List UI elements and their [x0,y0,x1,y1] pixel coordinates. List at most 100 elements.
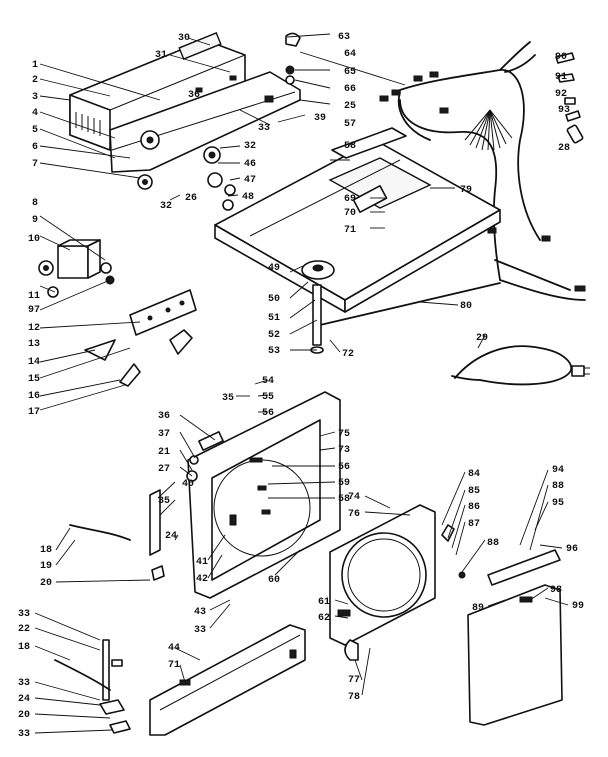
callout-5: 5 [32,125,38,136]
callout-59: 59 [338,478,350,489]
callout-11: 11 [28,291,40,302]
callout-4: 4 [32,108,38,119]
callout-17: 17 [28,407,40,418]
drain-tube [310,284,324,354]
callout-56a: 56 [262,408,274,419]
callout-64: 64 [344,49,356,60]
callout-12: 12 [28,323,40,334]
callout-33c: 33 [18,609,30,620]
callout-24b: 24 [18,694,30,705]
callout-46: 46 [244,159,256,170]
callout-57a: 57 [344,119,356,130]
callout-18b: 18 [18,642,30,653]
callout-54: 54 [262,376,274,387]
callout-52: 52 [268,330,280,341]
callout-33e: 33 [18,729,30,740]
callout-43: 43 [194,607,206,618]
callout-78: 78 [348,692,360,703]
callout-25: 25 [344,101,356,112]
callout-92: 92 [555,89,567,100]
callout-42: 42 [196,574,208,585]
callout-33d: 33 [18,678,30,689]
callout-61: 61 [318,597,330,608]
callout-76: 76 [348,509,360,520]
leveling-legs [54,639,131,734]
callout-95: 95 [552,498,564,509]
callout-31: 31 [155,50,167,61]
callout-87: 87 [468,519,480,530]
callout-58b: 58 [338,494,350,505]
top-cover [214,127,501,313]
callout-48: 48 [242,192,254,203]
callout-26: 26 [185,193,197,204]
callout-14: 14 [28,357,40,368]
callout-53: 53 [268,346,280,357]
leader-lines [34,33,569,734]
door-frame [329,504,436,661]
callout-49: 49 [268,263,280,274]
callout-70: 70 [344,208,356,219]
callout-72: 72 [342,349,354,360]
callout-36b: 36 [158,411,170,422]
callout-88a: 88 [487,538,499,549]
callout-66: 66 [344,84,356,95]
callout-50: 50 [268,294,280,305]
callout-74: 74 [348,492,360,503]
callout-21: 21 [158,447,170,458]
console-assembly [69,32,301,211]
callout-98: 98 [550,585,562,596]
callout-65: 65 [344,67,356,78]
callout-89: 89 [472,603,484,614]
callout-80: 80 [460,301,472,312]
callout-63: 63 [338,32,350,43]
callout-39: 39 [314,113,326,124]
callout-96: 96 [566,544,578,555]
callout-58a: 58 [344,141,356,152]
callout-84: 84 [468,469,480,480]
callout-77: 77 [348,675,360,686]
callout-20b: 20 [18,710,30,721]
callout-51: 51 [268,313,280,324]
callout-93: 93 [558,105,570,116]
callout-labels: 1 2 3 4 5 6 7 8 9 10 11 97 12 13 14 15 1… [18,32,584,740]
front-cabinet-panel [186,391,341,599]
callout-13: 13 [28,339,40,350]
side-panel [441,524,563,726]
callout-73: 73 [338,445,350,456]
callout-33b: 33 [194,625,206,636]
callout-1: 1 [32,60,38,71]
wiring-harness [379,41,586,301]
power-cord [451,345,590,386]
callout-47: 47 [244,175,256,186]
callout-56b: 56 [338,462,350,473]
hose-18 [69,524,131,541]
callout-60: 60 [268,575,280,586]
callout-15: 15 [28,374,40,385]
base-toekick [149,624,306,736]
callout-94: 94 [552,465,564,476]
callout-86: 86 [468,502,480,513]
callout-27: 27 [158,464,170,475]
hinge-hardware [285,32,301,85]
callout-8: 8 [32,198,38,209]
callout-41: 41 [196,557,208,568]
callout-6: 6 [32,142,38,153]
callout-20a: 20 [40,578,52,589]
callout-62: 62 [318,613,330,624]
callout-85: 85 [468,486,480,497]
selector-knob [207,172,223,188]
callout-40: 40 [182,479,194,490]
motor-bracket [38,239,197,387]
callout-55: 55 [262,392,274,403]
callout-35a: 35 [222,393,234,404]
callout-18a: 18 [40,545,52,556]
callout-88b: 88 [552,481,564,492]
vent-slots [75,112,101,136]
callout-69: 69 [344,194,356,205]
callout-37: 37 [158,429,170,440]
callout-33a: 33 [258,123,270,134]
callout-9: 9 [32,215,38,226]
callout-22: 22 [18,624,30,635]
callout-7: 7 [32,159,38,170]
